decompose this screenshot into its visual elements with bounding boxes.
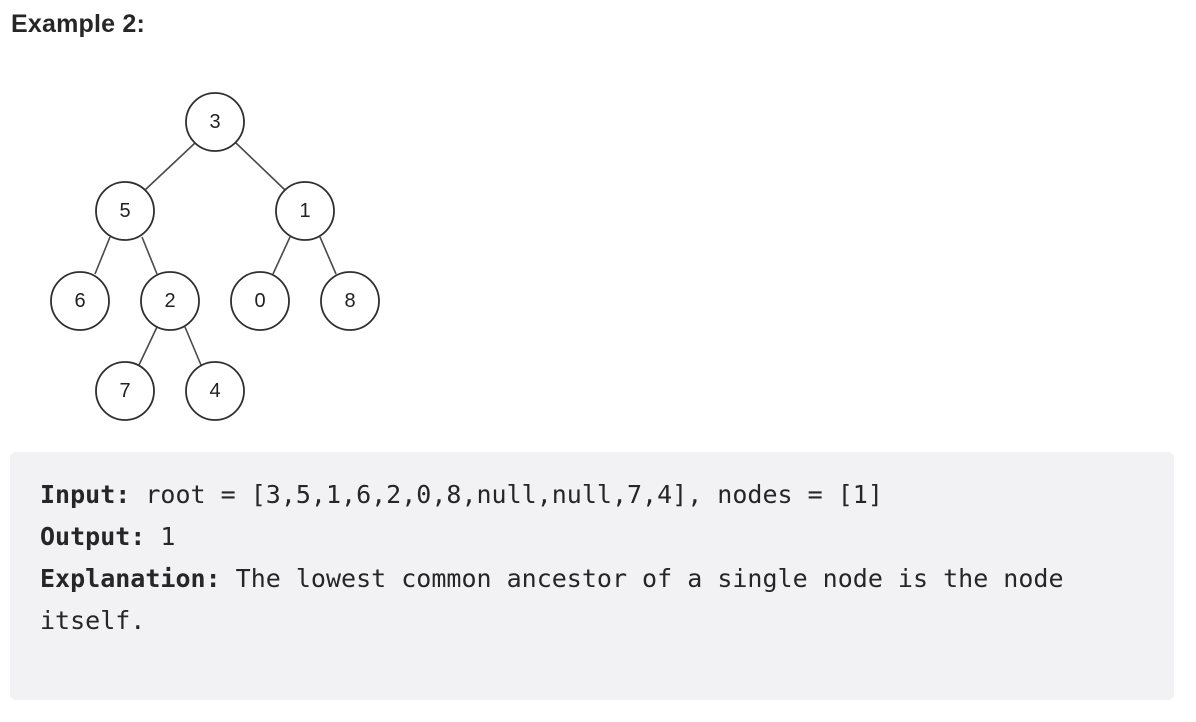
edge-3-5 <box>144 142 196 191</box>
example-block: Input: root = [3,5,1,6,2,0,8,null,null,7… <box>10 452 1174 700</box>
tree-node-label: 6 <box>74 290 85 312</box>
tree-edges <box>94 142 337 366</box>
tree-node-label: 1 <box>299 200 310 222</box>
explanation-label: Explanation: <box>40 564 221 593</box>
edge-1-8 <box>319 236 337 275</box>
tree-node-7: 7 <box>95 361 155 421</box>
edge-2-4 <box>184 326 202 366</box>
tree-node-label: 8 <box>344 290 355 312</box>
tree-node-4: 4 <box>185 361 245 421</box>
example-heading: Example 2: <box>11 10 146 38</box>
edge-3-1 <box>235 142 286 191</box>
tree-node-1: 1 <box>275 181 335 241</box>
output-label: Output: <box>40 522 146 551</box>
explanation-value: The lowest common ancestor of a single n… <box>40 564 1079 635</box>
input-label: Input: <box>40 480 131 509</box>
tree-node-label: 0 <box>254 290 265 312</box>
tree-node-label: 5 <box>119 200 130 222</box>
tree-node-6: 6 <box>50 271 110 331</box>
tree-node-8: 8 <box>320 271 380 331</box>
output-line: Output: 1 <box>40 516 1144 558</box>
tree-node-3: 3 <box>185 92 245 152</box>
output-value: 1 <box>145 522 176 551</box>
input-value: root = [3,5,1,6,2,0,8,null,null,7,4], no… <box>130 480 883 509</box>
binary-tree-diagram: 3 5 1 6 2 0 8 7 4 <box>50 92 380 421</box>
tree-node-label: 4 <box>209 380 220 402</box>
tree-node-2: 2 <box>140 271 200 331</box>
tree-node-label: 2 <box>164 290 175 312</box>
explanation-line: Explanation: The lowest common ancestor … <box>40 558 1144 642</box>
edge-5-2 <box>141 236 158 275</box>
tree-node-5: 5 <box>95 181 155 241</box>
edge-5-6 <box>94 236 111 275</box>
edge-2-7 <box>138 326 158 366</box>
tree-node-label: 3 <box>209 111 220 133</box>
tree-node-label: 7 <box>119 380 130 402</box>
tree-node-0: 0 <box>230 271 290 331</box>
edge-1-0 <box>272 236 291 275</box>
input-line: Input: root = [3,5,1,6,2,0,8,null,null,7… <box>40 474 1144 516</box>
